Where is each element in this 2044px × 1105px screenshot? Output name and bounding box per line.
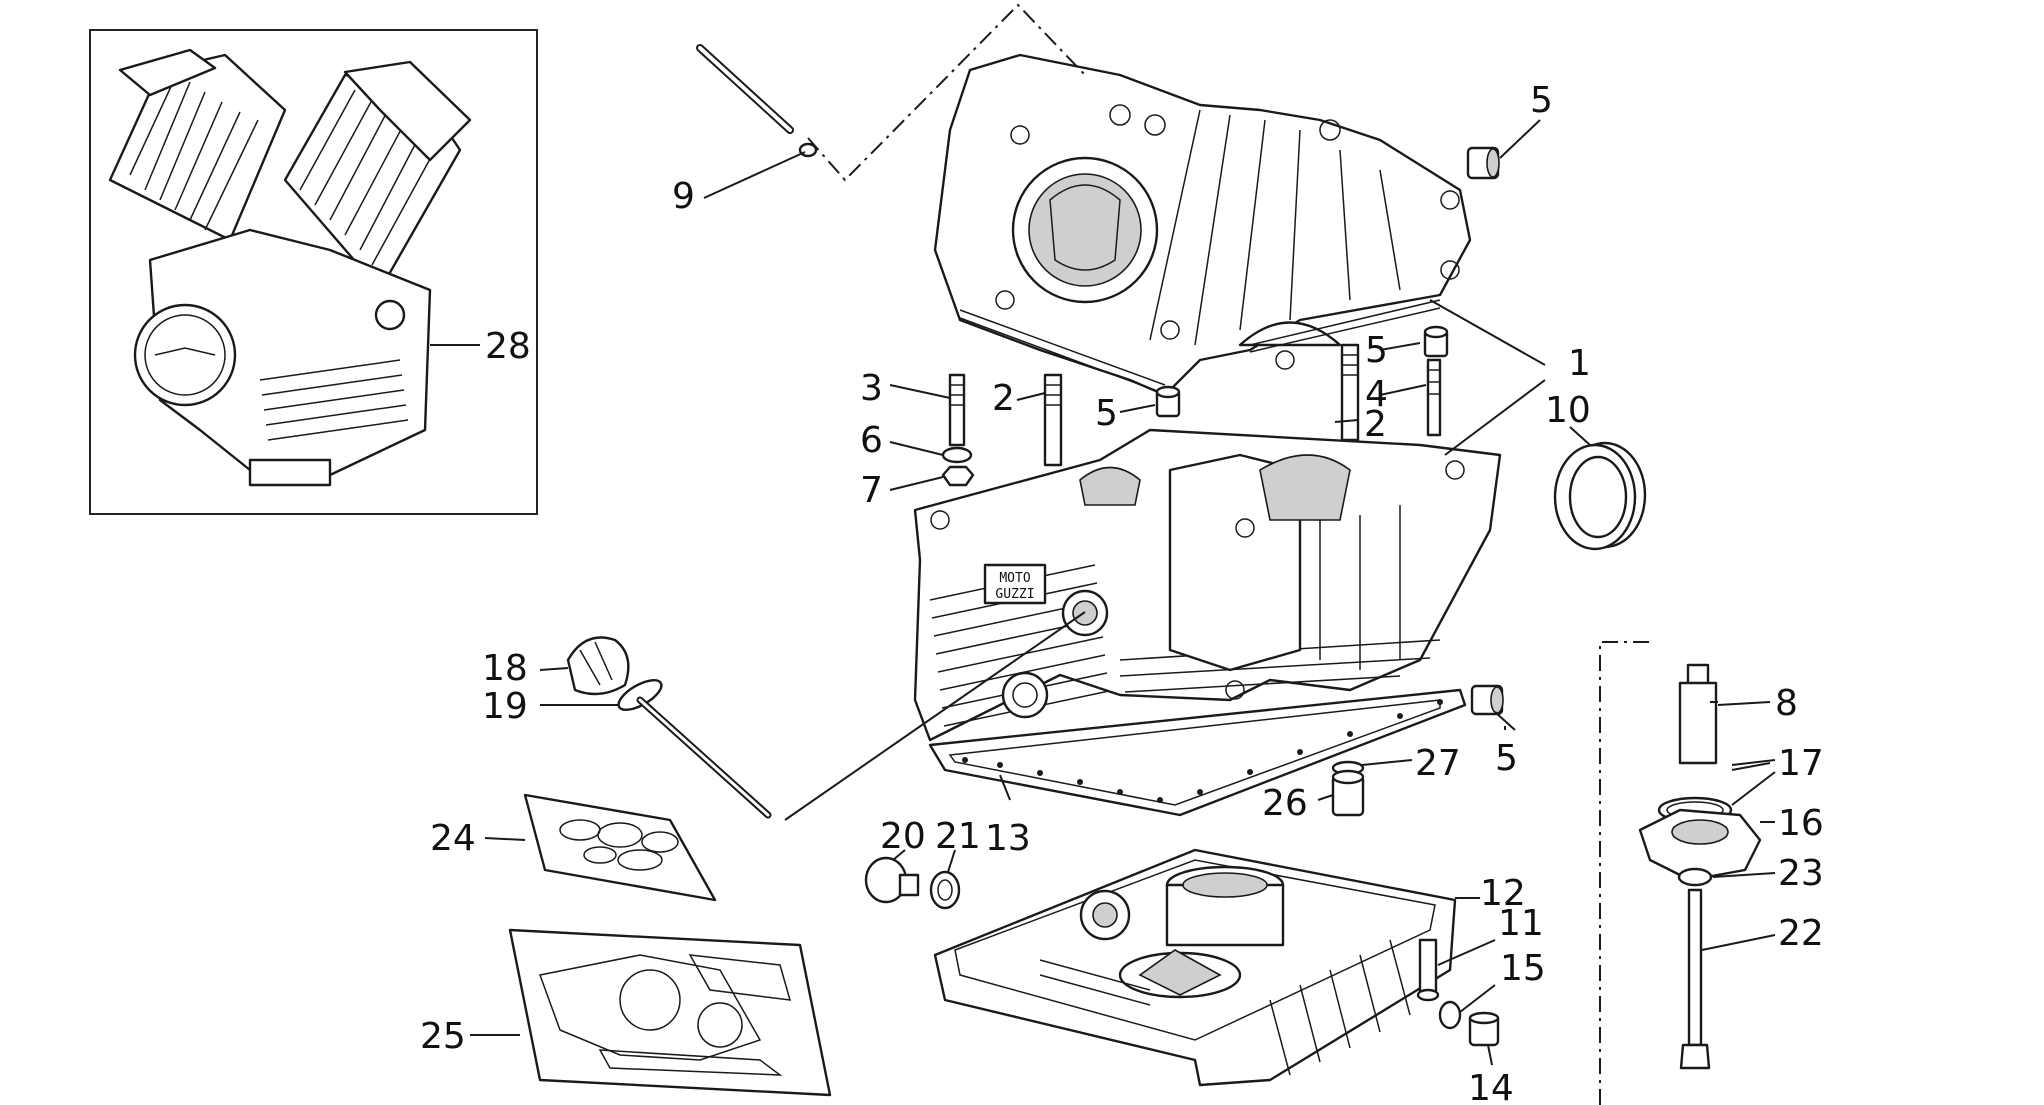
part-4-stud [1426, 358, 1442, 437]
callout-15: 15 [1500, 948, 1546, 989]
callout-26: 26 [1262, 783, 1308, 824]
callout-4: 4 [1365, 374, 1388, 415]
part-25-gasket-set [508, 928, 832, 1097]
oil-sump-gasket [928, 688, 1467, 817]
callout-20: 20 [880, 816, 926, 857]
oil-pump-group [1599, 641, 1762, 1105]
small-parts [508, 44, 1647, 1097]
lower-crankcase: MOTO GUZZI [784, 428, 1502, 821]
part-24-seal-kit [523, 793, 717, 902]
callout-27: 27 [1415, 743, 1461, 784]
upper-crankcase-half [933, 53, 1472, 397]
callout-10: 10 [1545, 390, 1591, 431]
callout-5: 5 [1495, 738, 1518, 779]
callout-9: 9 [672, 176, 695, 217]
part-21-washer [929, 870, 961, 910]
callout-8: 8 [1775, 683, 1798, 724]
callout-6: 6 [860, 420, 883, 461]
part-6-washer [941, 446, 973, 464]
part-26-spacer [1331, 769, 1365, 817]
callout-5: 5 [1530, 80, 1553, 121]
part-22-long-bolt [1679, 888, 1711, 1070]
callout-labels: 1 2 2 3 4 5 5 5 5 6 7 8 9 10 11 12 13 14… [420, 80, 1824, 1105]
callout-19: 19 [482, 686, 528, 727]
leader-lines [430, 119, 1776, 1066]
callout-16: 16 [1778, 803, 1824, 844]
callout-17: 17 [1778, 743, 1824, 784]
engine-inset [89, 29, 538, 515]
callout-5: 5 [1095, 393, 1118, 434]
callout-1: 1 [1568, 343, 1591, 384]
callout-13: 13 [985, 818, 1031, 859]
callout-7: 7 [860, 470, 883, 511]
part-5-bushing-left [1155, 385, 1181, 418]
part-15-washer [1438, 1000, 1462, 1030]
part-20-plug [864, 856, 920, 904]
part-5-bushing-right [1470, 684, 1504, 716]
part-10-oil-seal [1553, 441, 1647, 551]
part-14-plug [1468, 1011, 1500, 1047]
callout-24: 24 [430, 818, 476, 859]
callout-25: 25 [420, 1016, 466, 1057]
callout-23: 23 [1778, 853, 1824, 894]
callout-21: 21 [935, 816, 981, 857]
callout-5: 5 [1365, 330, 1388, 371]
callout-12: 12 [1480, 873, 1526, 914]
part-5-bushing-top [1466, 146, 1500, 180]
part-18-filler-cap [566, 636, 630, 696]
part-3-stud [948, 373, 966, 447]
callout-3: 3 [860, 368, 883, 409]
callout-14: 14 [1468, 1068, 1514, 1105]
part-5-bushing-mid [1423, 325, 1449, 358]
callout-11: 11 [1498, 903, 1544, 944]
callout-2: 2 [992, 378, 1015, 419]
crankcase-plate-line-2: GUZZI [995, 587, 1034, 602]
oil-sump [933, 848, 1457, 1087]
callout-18: 18 [482, 648, 528, 689]
locating-line-9 [807, 3, 1086, 182]
part-2-stud-right [1340, 343, 1360, 442]
part-23-washer [1677, 867, 1713, 887]
callout-22: 22 [1778, 913, 1824, 954]
crankcase-plate-line-1: MOTO [999, 571, 1030, 586]
crankcase-nameplate: MOTO GUZZI [983, 563, 1047, 605]
callout-28: 28 [485, 326, 531, 367]
part-11-bolt [1416, 938, 1440, 1002]
part-9-stud [696, 44, 818, 158]
part-7-nut [941, 465, 975, 487]
callout-2: 2 [1364, 404, 1387, 445]
dipstick [636, 696, 772, 819]
part-8-spacer [1678, 663, 1718, 765]
engine-assembly-illustration [108, 48, 472, 487]
part-16-pump-housing [1638, 808, 1762, 882]
part-2-stud-left [1043, 373, 1063, 467]
